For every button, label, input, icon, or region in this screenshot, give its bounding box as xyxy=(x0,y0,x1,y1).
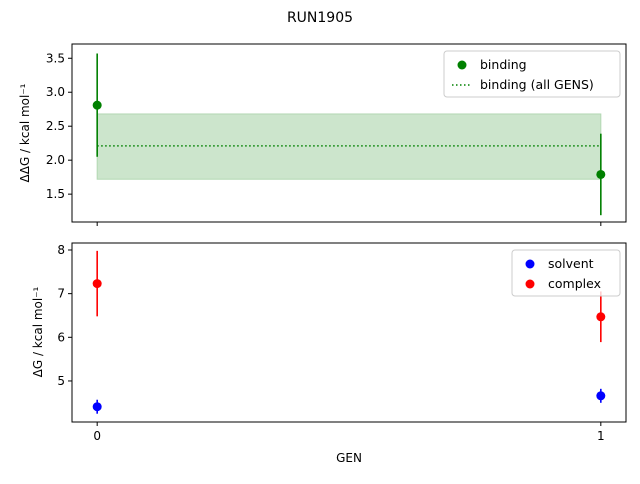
y-tick-label: 7 xyxy=(57,287,65,301)
data-point xyxy=(92,402,102,412)
data-point xyxy=(596,391,606,401)
axes-frame xyxy=(71,242,627,423)
y-tick-label: 3.0 xyxy=(46,85,65,99)
top-axes: 1.5 2.0 2.5 3.0 3.5 binding binding (all GENS) xyxy=(46,43,627,226)
data-point xyxy=(596,169,606,179)
y-tick-label: 8 xyxy=(57,243,65,257)
axes-frame xyxy=(71,43,627,223)
data-point xyxy=(92,279,102,289)
y-tick-label: 1.5 xyxy=(46,187,65,201)
top-y-axis-label: ΔΔG / kcal mol⁻¹ xyxy=(18,83,32,182)
legend-marker xyxy=(457,60,467,70)
y-tick-label: 5 xyxy=(57,374,65,388)
confidence-band xyxy=(96,113,602,180)
legend-label: solvent xyxy=(548,256,594,271)
legend-label: complex xyxy=(548,276,601,291)
x-tick-label: 1 xyxy=(597,429,605,443)
legend-marker xyxy=(525,279,535,289)
legend-marker xyxy=(525,259,535,269)
chart-title: RUN1905 xyxy=(287,10,353,26)
x-tick-label: 0 xyxy=(93,429,101,443)
legend: solvent complex xyxy=(511,249,621,297)
bottom-axes: 5 6 7 8 0 1 solvent complex xyxy=(57,242,627,443)
y-tick-label: 2.0 xyxy=(46,153,65,167)
legend-box xyxy=(443,50,621,98)
y-tick-label: 3.5 xyxy=(46,51,65,65)
data-point xyxy=(92,100,102,110)
y-tick-label: 2.5 xyxy=(46,119,65,133)
legend-label: binding xyxy=(480,57,527,72)
data-point xyxy=(596,312,606,322)
legend-label: binding (all GENS) xyxy=(480,77,594,92)
x-axis-label: GEN xyxy=(336,451,362,465)
legend: binding binding (all GENS) xyxy=(443,50,621,98)
y-tick-label: 6 xyxy=(57,330,65,344)
legend-box xyxy=(511,249,621,297)
bottom-y-axis-label: ΔG / kcal mol⁻¹ xyxy=(31,286,45,377)
